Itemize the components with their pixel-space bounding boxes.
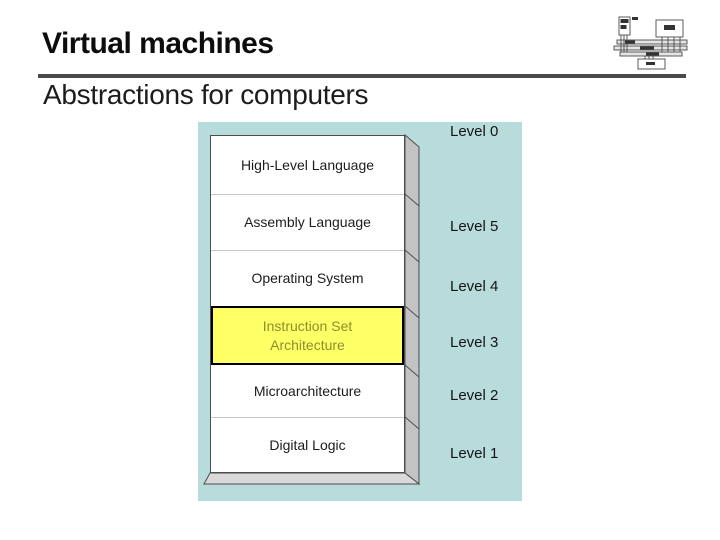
page-subtitle: Abstractions for computers [43, 79, 369, 110]
abstraction-stack: High-Level Language Assembly Language Op… [210, 135, 405, 473]
level-box-label: Operating System [251, 270, 364, 287]
level-box-label: Instruction Set Architecture [262, 317, 353, 353]
level-box-instruction-set-architecture: Instruction Set Architecture [211, 306, 404, 365]
level-box-microarchitecture: Microarchitecture [211, 365, 404, 417]
level-box-operating-system: Operating System [211, 250, 404, 306]
architecture-schematic-icon [613, 16, 688, 70]
level-box-label: Assembly Language [244, 214, 371, 231]
diagram-panel: High-Level Language Assembly Language Op… [198, 122, 522, 501]
stack-bevel-3d-icon [203, 133, 421, 486]
level-box-digital-logic: Digital Logic [211, 417, 404, 472]
level-box-assembly-language: Assembly Language [211, 194, 404, 250]
level-label-5: Level 5 [450, 218, 499, 235]
level-label-1: Level 1 [450, 445, 499, 462]
level-label-3: Level 3 [450, 334, 499, 351]
level-box-label: Microarchitecture [253, 382, 362, 399]
level-label-4: Level 4 [450, 278, 499, 295]
level-box-label: Digital Logic [269, 436, 346, 453]
level-box-high-level-language: High-Level Language [211, 136, 404, 194]
level-box-label: High-Level Language [240, 156, 375, 173]
page-title: Virtual machines [42, 27, 274, 60]
level-label-0: Level 0 [450, 123, 499, 140]
level-label-2: Level 2 [450, 387, 499, 404]
title-underline [38, 74, 686, 78]
